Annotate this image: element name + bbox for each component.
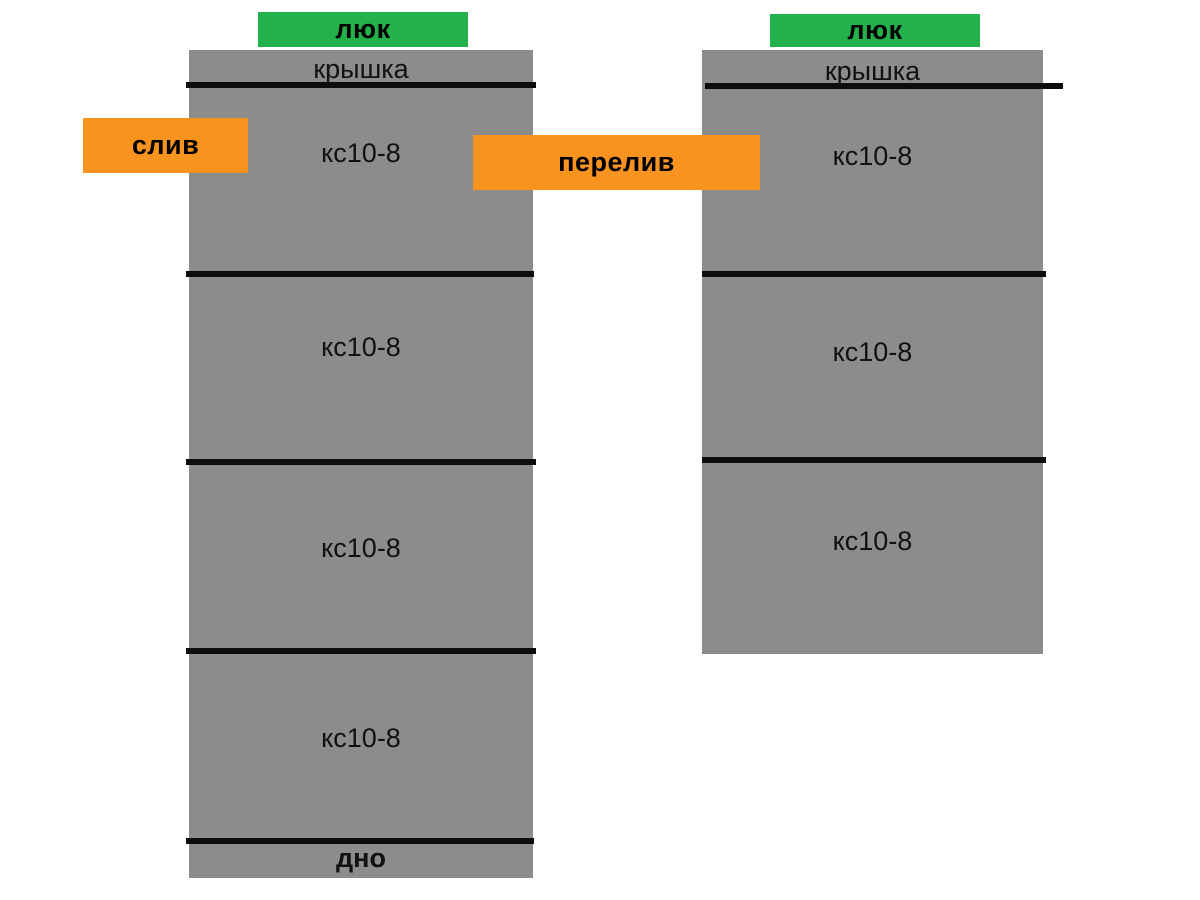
well-left-ring-label-3: кс10-8 bbox=[321, 533, 401, 563]
well-right-ring-label-3: кс10-8 bbox=[832, 526, 913, 556]
well-left-ring-label-1: кс10-8 bbox=[321, 138, 401, 168]
well-left-ring-divider-3 bbox=[186, 648, 536, 654]
well-left-ring-divider-1 bbox=[186, 271, 534, 277]
well-left-hatch: люк bbox=[258, 12, 468, 47]
well-right-hatch: люк bbox=[770, 14, 980, 47]
well-left-bottom-line bbox=[186, 838, 534, 844]
pipe-drain-label: слив bbox=[131, 130, 200, 160]
well-left-cap-line bbox=[186, 82, 536, 88]
well-left-ring-label-2: кс10-8 bbox=[321, 332, 401, 362]
well-right-hatch-label: люк bbox=[847, 15, 903, 45]
well-right-ring-label-1: кс10-8 bbox=[832, 141, 913, 171]
well-right-ring-divider-2 bbox=[702, 457, 1046, 463]
pipe-overflow-label: перелив bbox=[558, 147, 675, 177]
pipe-overflow: перелив bbox=[473, 135, 760, 190]
well-left-bottom-label-text: дно bbox=[336, 843, 386, 873]
well-left-cap-label-text: крышка bbox=[313, 54, 409, 84]
well-left-ring-label-4: кс10-8 bbox=[321, 723, 401, 753]
well-right-ring-divider-1 bbox=[702, 271, 1046, 277]
well-right-ring-label-2: кс10-8 bbox=[832, 337, 913, 367]
well-right-cap-line bbox=[705, 83, 1063, 89]
pipe-drain: слив bbox=[83, 118, 248, 173]
well-left-ring-divider-2 bbox=[186, 459, 536, 465]
well-right-cap-label-text: крышка bbox=[824, 56, 921, 86]
well-left-hatch-label: люк bbox=[335, 14, 391, 44]
